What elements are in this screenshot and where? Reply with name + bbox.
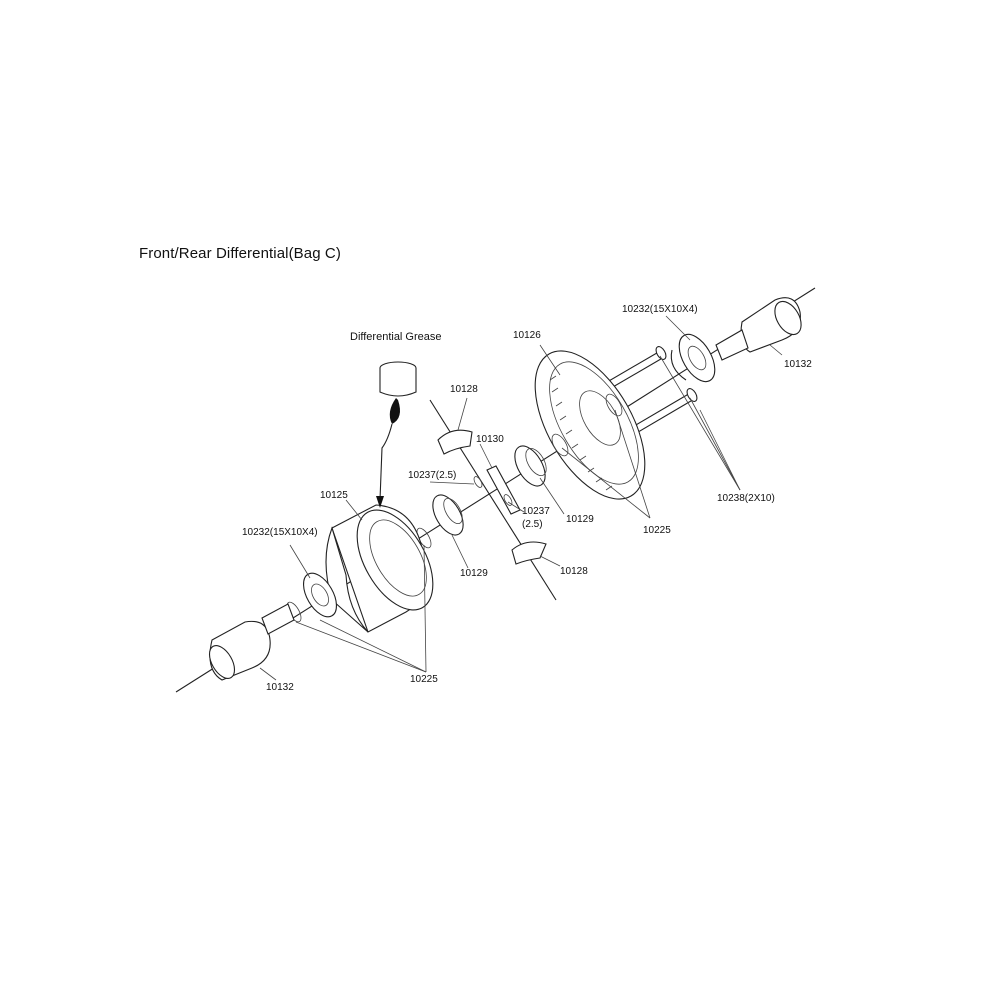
label-10126: 10126 (513, 330, 541, 341)
label-10128-top: 10128 (450, 384, 478, 395)
label-10225-right: 10225 (643, 525, 671, 536)
washer-right-a (605, 393, 623, 417)
label-10238: 10238(2X10) (717, 493, 775, 504)
label-10225-bottom: 10225 (410, 674, 438, 685)
label-10129-right: 10129 (566, 514, 594, 525)
outdrive-bottom-left (208, 603, 295, 681)
small-washer-b (503, 494, 513, 506)
side-gear-left (432, 494, 464, 536)
outdrive-top-right (715, 297, 802, 361)
side-gear-right (514, 445, 547, 487)
diff-case (325, 504, 434, 633)
label-10232-top: 10232(15X10X4) (622, 304, 698, 315)
label-10237-left: 10237(2.5) (408, 470, 457, 481)
bearing-top-right (670, 333, 716, 383)
label-10237-mid-a: 10237 (522, 506, 550, 517)
label-10125: 10125 (320, 490, 348, 501)
label-10232-left: 10232(15X10X4) (242, 527, 318, 538)
label-10128-bottom: 10128 (560, 566, 588, 577)
label-10132-top: 10132 (784, 359, 812, 370)
spider-gear-top (437, 429, 473, 455)
diagram-title: Front/Rear Differential(Bag C) (139, 245, 341, 262)
grease-jar-icon (376, 361, 417, 508)
label-10237-mid-b: (2.5) (522, 519, 543, 530)
label-10132-bottom: 10132 (266, 682, 294, 693)
leader-lines (259, 315, 783, 681)
spider-gear-bottom (511, 541, 547, 565)
washer-right-b (551, 433, 569, 457)
small-washer-a (473, 476, 483, 488)
grease-label: Differential Grease (350, 331, 442, 343)
label-10129-left: 10129 (460, 568, 488, 579)
bearing-left (302, 572, 338, 618)
label-10130: 10130 (476, 434, 504, 445)
